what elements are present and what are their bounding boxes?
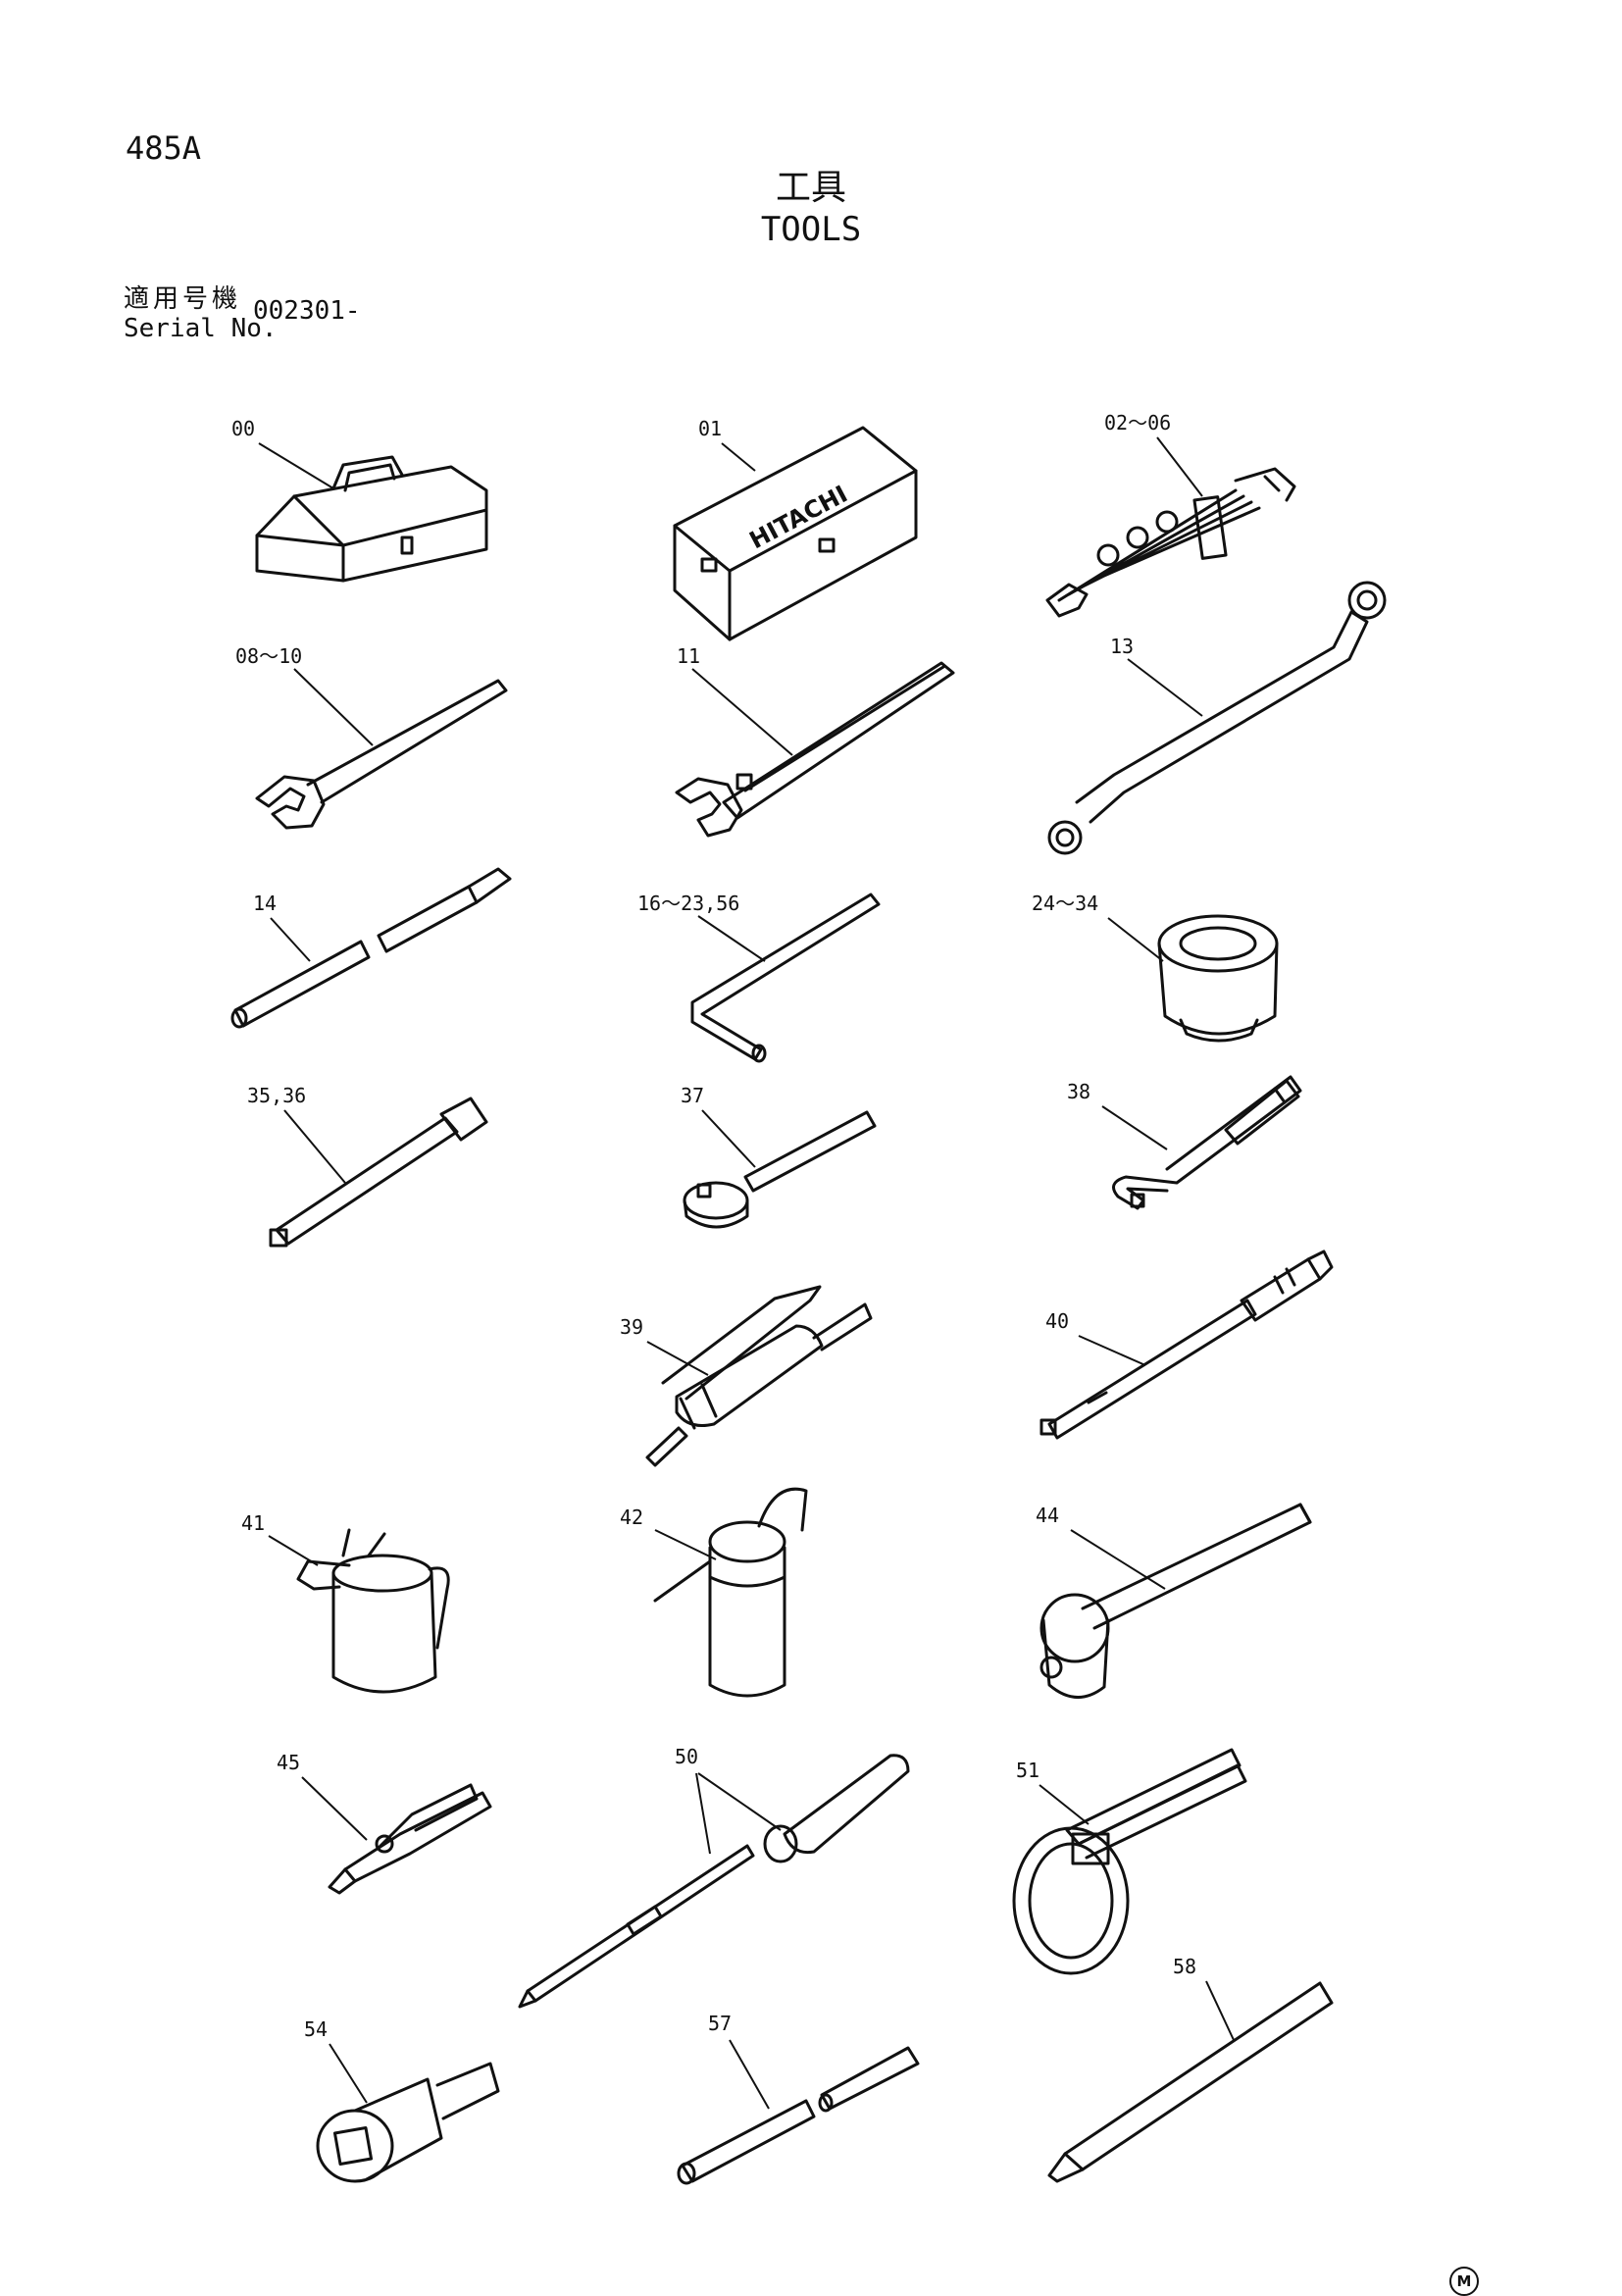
pipe-callout: 57 [708,2012,732,2035]
torque-wrench-leader [1078,1335,1146,1366]
adjustable-wrench-leader [691,668,793,756]
hex-key-callout: 16～23,56 [637,892,739,915]
toolbox-callout: 00 [231,417,255,440]
ratchet-leader [701,1109,756,1168]
socket-icon [1157,914,1279,1043]
ratchet-icon [683,1110,877,1229]
hex-key-leader [697,915,766,962]
serial-label: Serial No. [124,314,278,343]
filter-wrench-leader [1039,1784,1090,1825]
open-wrench-leader [293,668,374,746]
serial-value: 002301- [253,296,361,326]
bar-callout: 14 [253,892,277,915]
grease-gun-callout: 39 [620,1315,643,1339]
oiler-callout: 42 [620,1505,643,1529]
hammer-callout: 44 [1036,1504,1059,1527]
toolcase-brand: HITACHI [745,481,852,555]
hammer-icon [1039,1503,1312,1699]
hex-key-icon [690,893,881,1063]
screwdriver-leader [695,1772,782,1855]
extension-bar-icon [269,1097,488,1248]
impact-socket-leader [329,2043,368,2104]
pipe-icon [677,2046,920,2185]
oil-jug-callout: 41 [241,1511,265,1535]
grease-gun-icon [645,1285,873,1467]
impact-socket-icon [316,2062,500,2183]
toolcase-icon: HITACHI [673,426,918,641]
extension-bar-callout: 35,36 [247,1084,306,1107]
screwdriver-callout: 50 [675,1745,698,1768]
filter-wrench-callout: 51 [1016,1759,1039,1782]
chisel-leader [1205,1980,1235,2041]
filter-wrench-icon [1012,1748,1247,1975]
chisel-icon [1047,1981,1334,2183]
screwdriver-icon [518,1754,910,2009]
page-code: 485A [126,129,202,167]
oiler-icon [653,1487,808,1698]
page-title-japanese: 工具 [775,168,846,208]
pliers-callout: 45 [277,1751,300,1774]
oiler-leader [654,1529,717,1560]
toolcase-callout: 01 [698,417,722,440]
pliers-leader [301,1776,368,1841]
hammer-leader [1070,1529,1166,1590]
page-title: TOOLS [760,210,862,249]
corner-mark: M [1449,2267,1479,2296]
pliers-icon [328,1783,492,1895]
open-wrench-callout: 08～10 [235,644,302,668]
serial-label-japanese: 適用号機 [124,284,242,314]
oil-jug-icon [296,1528,450,1694]
toolcase-leader [721,442,756,472]
l-handle-icon [1112,1075,1302,1210]
wrench-set-callout: 02～06 [1104,411,1171,434]
l-handle-leader [1101,1105,1168,1150]
adjustable-wrench-icon [675,661,955,838]
wrench-set-leader [1156,436,1203,497]
open-wrench-icon [255,679,508,830]
torque-wrench-callout: 40 [1045,1309,1069,1333]
socket-leader [1107,917,1164,962]
wrench-set-icon [1045,467,1296,618]
toolbox-icon [255,455,488,583]
pipe-leader [729,2039,770,2110]
adjustable-wrench-callout: 11 [677,644,700,668]
box-wrench-callout: 13 [1110,635,1134,658]
torque-wrench-icon [1039,1250,1334,1440]
bar-icon [230,867,512,1029]
l-handle-callout: 38 [1067,1080,1090,1103]
toolbox-leader [258,442,334,489]
ratchet-callout: 37 [681,1084,704,1107]
box-wrench-leader [1127,658,1203,717]
oil-jug-leader [268,1535,319,1566]
box-wrench-icon [1047,581,1387,855]
impact-socket-callout: 54 [304,2017,328,2041]
socket-callout: 24～34 [1032,892,1098,915]
bar-leader [270,917,311,962]
extension-bar-leader [283,1109,346,1184]
grease-gun-leader [646,1341,709,1376]
chisel-callout: 58 [1173,1955,1196,1978]
